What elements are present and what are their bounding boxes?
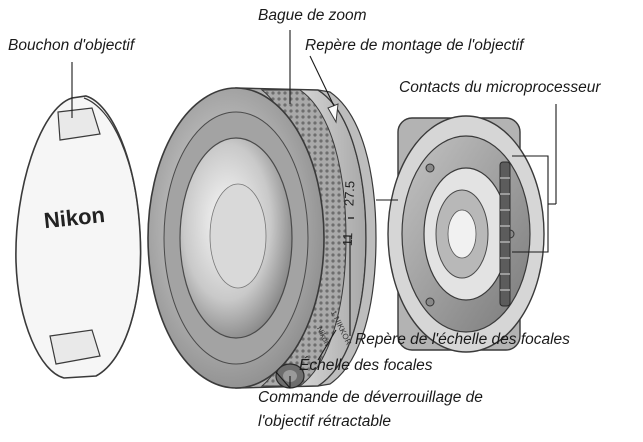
label-release-button-line1: Commande de déverrouillage de [258, 389, 483, 406]
lens-mount-view [387, 115, 545, 353]
label-zoom-ring: Bague de zoom [258, 7, 367, 24]
label-mounting-mark: Repère de montage de l'objectif [305, 37, 524, 54]
leader-lines [71, 30, 557, 389]
focal-mark-27-5: 27.5 [341, 181, 357, 207]
label-cpu-contacts: Contacts du microprocesseur [399, 79, 601, 96]
focal-mark-11: 11 [340, 232, 355, 246]
label-lens-cap: Bouchon d'objectif [8, 37, 135, 54]
label-release-button-line2: l'objectif rétractable [258, 413, 392, 430]
cap-tab-top[interactable] [57, 107, 101, 141]
label-focal-scale: Échelle des focales [299, 357, 433, 374]
lens-body: 11 27.5 Nikon 1 NIKKOR [147, 87, 377, 389]
label-focal-scale-mark: Repère de l'échelle des focales [355, 331, 570, 348]
cap-tab-bottom[interactable] [49, 329, 101, 365]
lens-cap: Nikon [15, 95, 142, 379]
cpu-contacts [499, 161, 511, 307]
lens-mounting-mark [327, 103, 339, 124]
